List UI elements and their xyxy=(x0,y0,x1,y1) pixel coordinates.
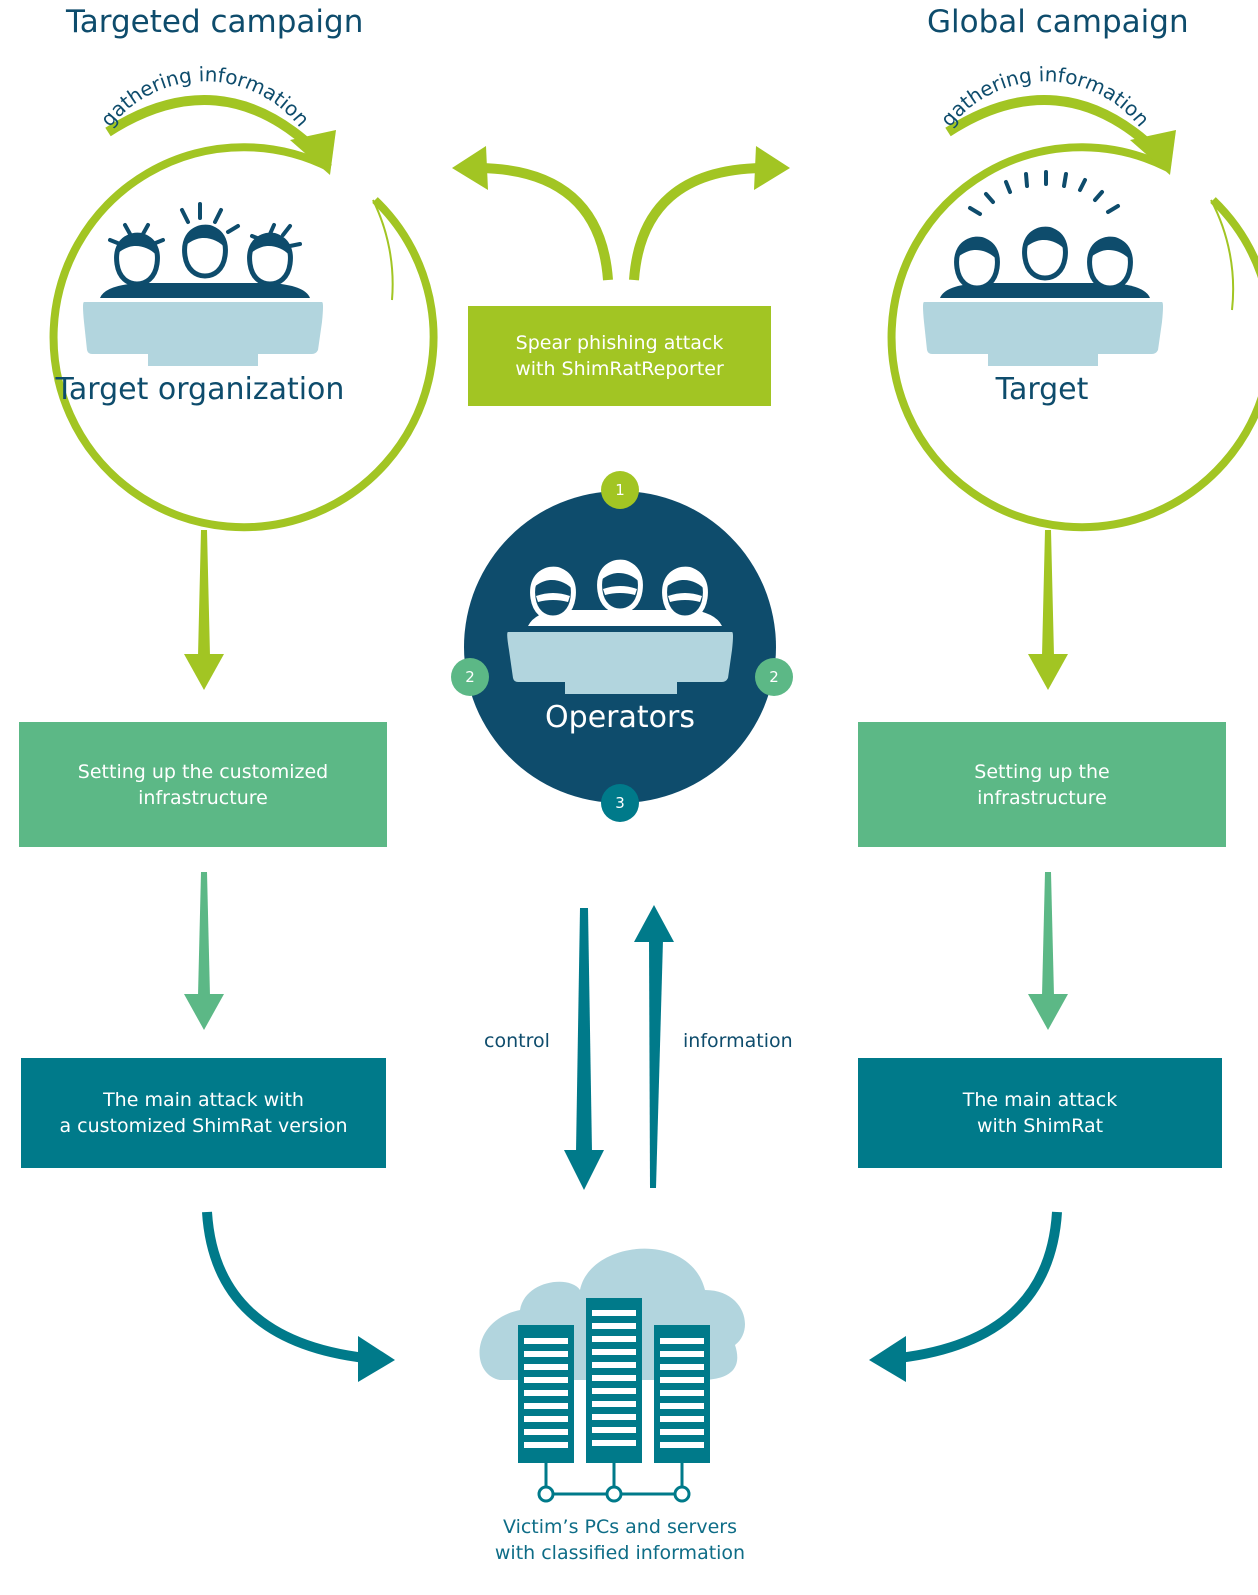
spear-phishing-line1: Spear phishing attack xyxy=(515,332,724,354)
operators-circle xyxy=(464,491,776,803)
step-badge-1: 1 xyxy=(601,471,639,509)
left-lime-down-arrow xyxy=(184,530,224,690)
victims-line1: Victim’s PCs and servers xyxy=(502,1516,737,1538)
server-stripe xyxy=(524,1377,568,1383)
left-setup-line1: Setting up the customized xyxy=(77,760,329,783)
server-stripe xyxy=(660,1364,704,1370)
server-stripe xyxy=(592,1336,636,1342)
targeted-campaign-heading: Targeted campaign xyxy=(66,4,364,40)
arc-arrowhead-icon xyxy=(1130,130,1176,175)
server-stripe xyxy=(660,1403,704,1409)
target-people-icon xyxy=(923,170,1163,366)
spear-phishing-arrows xyxy=(452,146,790,281)
step-badge-2-right: 2 xyxy=(755,658,793,696)
server-stripe xyxy=(660,1338,704,1344)
server-stripe xyxy=(660,1377,704,1383)
arc-arrowhead-icon xyxy=(290,130,336,175)
victims-line2: with classified information xyxy=(494,1542,746,1564)
target-label: Target xyxy=(995,372,1089,407)
server-stripe xyxy=(592,1375,636,1381)
server-stripe xyxy=(660,1416,704,1422)
server-stripe xyxy=(524,1442,568,1448)
server-stripe xyxy=(592,1388,636,1394)
server-stripe xyxy=(524,1364,568,1370)
control-arrow xyxy=(564,908,604,1190)
spear-phishing-box-bg xyxy=(468,306,771,406)
server-stripe xyxy=(524,1416,568,1422)
global-campaign-heading: Global campaign xyxy=(927,4,1189,40)
server-stripe xyxy=(660,1442,704,1448)
control-label: control xyxy=(484,1030,550,1052)
right-setup-box-bg xyxy=(858,722,1226,847)
right-attack-line1: The main attack xyxy=(962,1089,1118,1111)
victims-caption: Victim’s PCs and servers with classified… xyxy=(420,1514,820,1566)
left-attack-line2: a customized ShimRat version xyxy=(59,1115,348,1137)
operators-label: Operators xyxy=(545,700,695,735)
server-stripe xyxy=(592,1414,636,1420)
right-attack-box: The main attack with ShimRat xyxy=(858,1058,1222,1168)
server-stripe xyxy=(524,1429,568,1435)
server-stripe xyxy=(524,1403,568,1409)
server-stripe xyxy=(660,1390,704,1396)
arrow-right-icon xyxy=(754,146,790,190)
right-green-down-arrow xyxy=(1028,872,1068,1030)
information-arrow xyxy=(634,905,674,1188)
information-label: information xyxy=(683,1030,793,1052)
arrow-left-icon xyxy=(452,146,488,190)
right-setup-box: Setting up the infrastructure xyxy=(858,722,1226,847)
right-setup-line1: Setting up the xyxy=(974,760,1110,783)
right-attack-box-bg xyxy=(858,1058,1222,1168)
server-stripe xyxy=(592,1401,636,1407)
right-lime-down-arrow xyxy=(1028,530,1068,690)
left-attack-line1: The main attack with xyxy=(103,1089,304,1111)
server-stripe xyxy=(592,1349,636,1355)
server-stripe xyxy=(660,1429,704,1435)
server-stripe xyxy=(592,1310,636,1316)
server-stripe xyxy=(592,1427,636,1433)
target-organization-people-icon xyxy=(83,202,323,366)
right-curve-arrow xyxy=(869,1211,1062,1382)
server-stripe xyxy=(592,1362,636,1368)
left-curve-arrow xyxy=(202,1211,395,1382)
spear-phishing-box: Spear phishing attack with ShimRatReport… xyxy=(468,306,771,406)
server-stripe xyxy=(524,1338,568,1344)
server-stripe xyxy=(592,1323,636,1329)
target-organization-label: Target organization xyxy=(55,372,345,407)
step-badge-2-left: 2 xyxy=(451,658,489,696)
cloud-servers-icon xyxy=(479,1248,745,1503)
step-badge-3: 3 xyxy=(601,784,639,822)
right-setup-line2: infrastructure xyxy=(977,786,1107,809)
server-stripe xyxy=(660,1351,704,1357)
left-green-down-arrow xyxy=(184,872,224,1030)
left-setup-line2: infrastructure xyxy=(138,786,268,809)
left-attack-box: The main attack with a customized ShimRa… xyxy=(21,1058,386,1168)
left-attack-box-bg xyxy=(21,1058,386,1168)
left-setup-box-bg xyxy=(19,722,387,847)
left-setup-box: Setting up the customized infrastructure xyxy=(19,722,387,847)
right-attack-line2: with ShimRat xyxy=(976,1115,1104,1137)
server-stripe xyxy=(524,1390,568,1396)
spear-phishing-line2: with ShimRatReporter xyxy=(515,358,724,380)
server-stripe xyxy=(524,1351,568,1357)
server-stripe xyxy=(592,1440,636,1446)
